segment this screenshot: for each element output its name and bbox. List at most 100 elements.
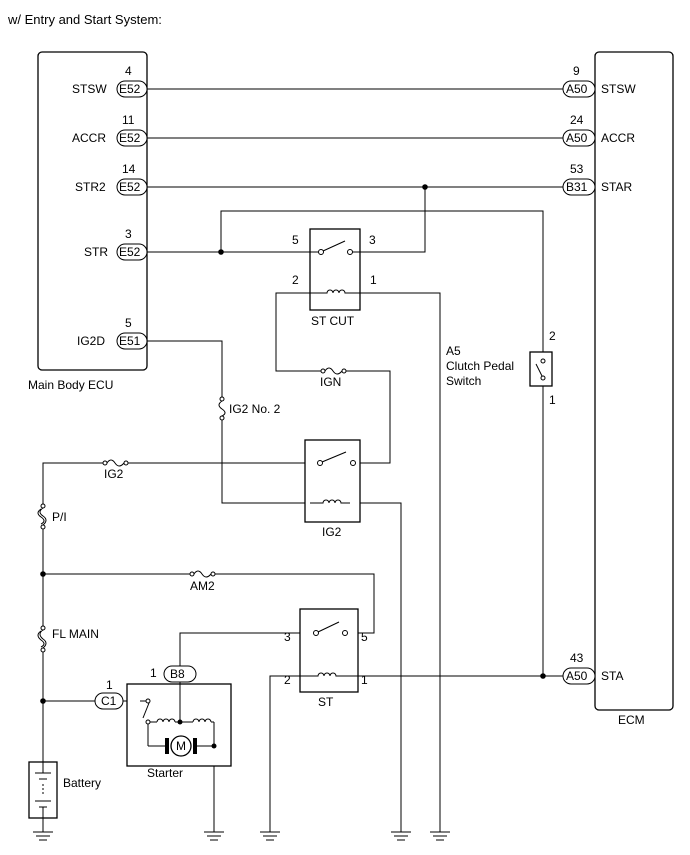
am2-fuse-label: AM2 [190,579,215,593]
connector-label: E51 [119,334,141,348]
relay-switch-arm [317,621,340,633]
ign-fuse: IGN [320,367,347,389]
wire-st-3-to-b8 [179,632,318,666]
junction-dots [40,184,546,704]
ecu-pin-number: 11 [122,113,135,127]
ig2-no2-fuse-label: IG2 No. 2 [229,402,281,416]
ecu-pin-number: 4 [125,64,132,78]
connector-e52 [116,243,148,261]
ecm-pin-number: 43 [570,651,584,665]
fl-main-fuse-label: FL MAIN [52,627,99,641]
wire-pi-to-ig2-fuse [42,462,103,505]
ecu-pin-name: ACCR [72,131,106,145]
connector-label: E52 [119,131,141,145]
ground-symbols [33,831,450,841]
connector-a50 [562,129,596,147]
ground-icon [430,831,450,841]
connector-label: E52 [119,82,141,96]
fuse-icon [39,629,47,649]
st-cut-relay-box [309,228,361,311]
ecm-box [594,51,674,711]
connector-a50 [562,667,596,685]
diagram-title: w/ Entry and Start System: [7,12,162,27]
relay-pin-number: 5 [361,630,368,644]
ig2-relay: IG2 [304,439,361,539]
starter-pin-number: 1 [106,678,113,692]
wire-star-to-stcut-3 [352,187,426,253]
ecm: ECM 9 A50 STSW 24 A50 ACCR 53 B31 STAR 4… [562,51,674,727]
ecm-pin-number: 24 [570,113,584,127]
st-cut-relay: 5 3 2 1 ST CUT [292,228,377,328]
relay-pin-number: 2 [284,673,291,687]
wires [42,88,563,832]
clutch-switch-label: Switch [446,374,481,388]
battery: Battery [28,761,101,819]
main-body-ecu-label: Main Body ECU [28,378,113,392]
relay-pin-number: 3 [369,233,376,247]
starter: 1 B8 1 C1 M Starter [94,665,232,780]
connector-label: B8 [170,667,185,681]
st-relay: 3 5 2 1 ST [284,608,368,709]
junction-dot [218,249,224,255]
connector-e52 [116,80,148,98]
fuse-icon [324,367,343,375]
st-cut-label: ST CUT [311,314,355,328]
junction-dot [40,571,46,577]
wire-ig2d [147,340,223,397]
connector-label: E52 [119,180,141,194]
starter-pin-number: 1 [150,666,157,680]
ign-fuse-label: IGN [320,375,341,389]
ig2-relay-box [304,439,361,523]
ecm-label: ECM [618,713,645,727]
junction-dot [540,673,546,679]
starter-coil-icon [192,718,212,723]
ecu-pin-name: STR [84,245,108,259]
wire-stcut-1-ground [350,292,441,832]
ground-icon [204,831,224,841]
clutch-switch-label: Clutch Pedal [446,359,514,373]
ig2-fuse: IG2 [102,459,129,481]
main-body-ecu: Main Body ECU STSW 4 E52 ACCR 11 E52 STR… [28,51,148,392]
connector-b31 [562,178,596,196]
clutch-pin-number: 2 [549,329,556,343]
ig2-no2-fuse: IG2 No. 2 [218,396,281,421]
ecu-pin-number: 14 [122,162,136,176]
junction-dot [422,184,428,190]
ground-icon [33,831,53,841]
clutch-switch-label: A5 [446,344,461,358]
fuse-icon [218,400,226,417]
starter-coil-icon [156,718,176,723]
wire-str-to-clutch [220,210,544,352]
switch-arm [535,363,543,377]
wire-st-2-ground [269,675,310,832]
relay-pin-number: 2 [292,273,299,287]
wire-ig2no2-to-ig2-coil [221,420,310,504]
connector-label: E52 [119,245,141,259]
connector-label: A50 [566,131,588,145]
relay-pin-number: 1 [370,273,377,287]
pi-fuse: P/I [37,503,67,530]
relay-coil-icon [310,499,350,504]
connector-label: C1 [101,694,117,708]
motor-label: M [176,739,186,753]
ig2-fuse-label: IG2 [104,467,124,481]
ecm-pin-name: ACCR [601,131,635,145]
connector-label: B31 [566,180,588,194]
starter-label: Starter [147,766,183,780]
junction-dot [40,698,46,704]
pi-fuse-label: P/I [52,510,67,524]
fuse-icon [193,570,212,578]
connector-c1 [94,692,124,710]
motor-icon [170,735,192,757]
relay-pin-number: 5 [292,233,299,247]
starter-switch-arm [142,702,150,719]
ecu-pin-name: IG2D [77,334,105,348]
connector-label: A50 [566,669,588,683]
relay-switch-arm [321,451,347,463]
clutch-switch-box [529,351,553,387]
st-relay-label: ST [318,695,334,709]
ecu-pin-name: STR2 [75,180,106,194]
ground-icon [391,831,411,841]
relay-pin-number: 1 [361,673,368,687]
